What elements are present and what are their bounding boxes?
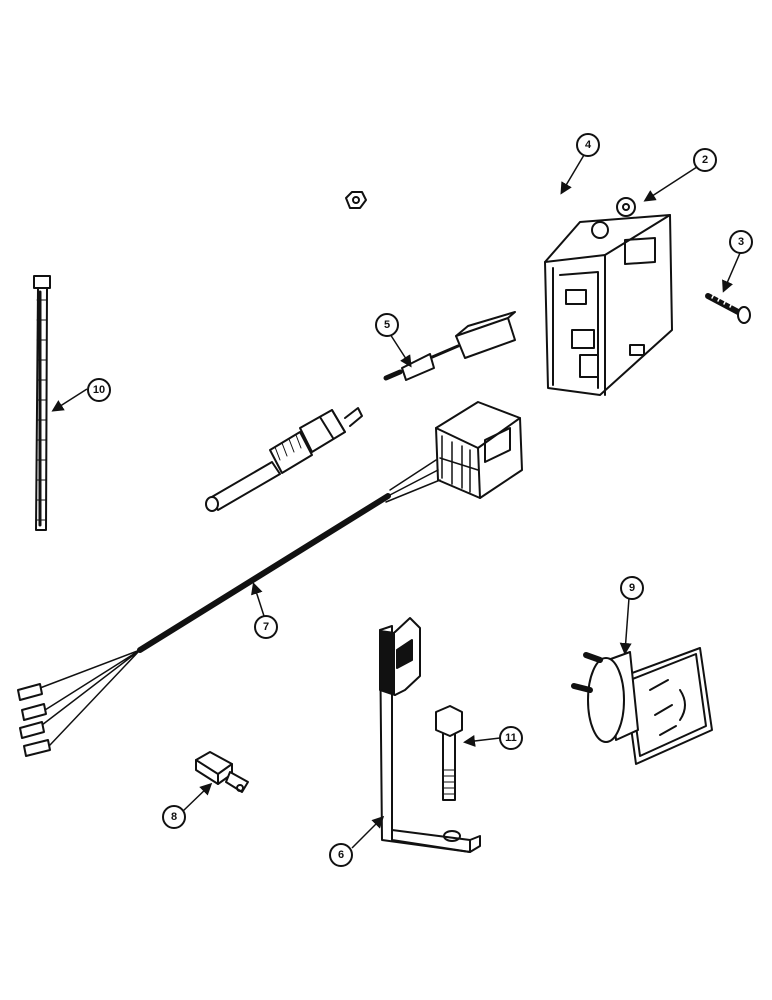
leader-lines	[51, 154, 741, 849]
svg-text:4: 4	[585, 139, 592, 151]
temperature-probe	[205, 407, 363, 512]
harness-connector	[435, 401, 523, 499]
bolt	[435, 705, 463, 801]
svg-text:8: 8	[171, 811, 177, 823]
mounting-bracket	[379, 617, 481, 853]
callout-6: 6	[329, 843, 353, 867]
callout-10: 10	[87, 378, 111, 402]
callout-11: 11	[499, 726, 523, 750]
sender-lead	[383, 311, 516, 381]
screw	[705, 293, 751, 324]
svg-text:11: 11	[505, 732, 517, 744]
cable-tie	[33, 275, 51, 531]
callout-9: 9	[620, 576, 644, 600]
svg-text:7: 7	[263, 621, 269, 633]
nut	[345, 191, 367, 209]
callout-2: 2	[693, 148, 717, 172]
callout-8: 8	[162, 805, 186, 829]
control-module	[544, 197, 673, 396]
callout-3: 3	[729, 230, 753, 254]
temperature-gauge	[571, 647, 713, 765]
callout-5: 5	[375, 313, 399, 337]
svg-text:10: 10	[93, 384, 105, 396]
callout-4: 4	[576, 133, 600, 157]
small-connector	[195, 751, 249, 793]
svg-text:2: 2	[702, 154, 708, 166]
wiring-harness	[17, 459, 441, 757]
svg-text:9: 9	[629, 582, 635, 594]
svg-text:6: 6	[338, 849, 344, 861]
callout-7: 7	[254, 615, 278, 639]
svg-text:5: 5	[384, 319, 390, 331]
svg-text:3: 3	[738, 236, 744, 248]
